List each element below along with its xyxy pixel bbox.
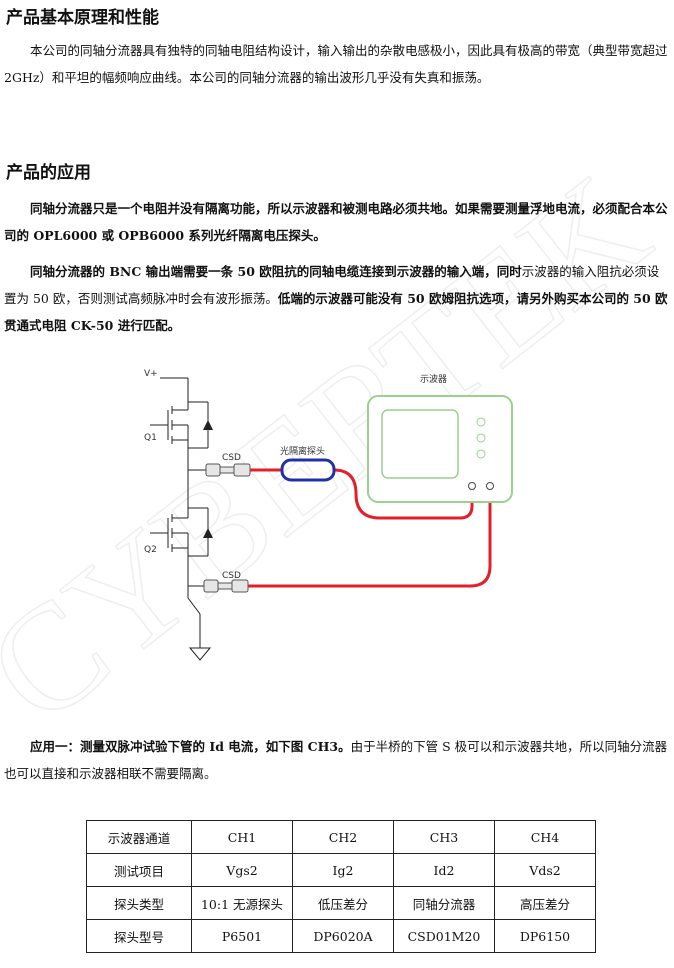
table-cell: 同轴分流器 — [393, 886, 495, 920]
scope-knob-2 — [476, 433, 486, 443]
application-paragraph-2: 同轴分流器的 BNC 输出端需要一条 50 欧阻抗的同轴电缆连接到示波器的输入端… — [4, 258, 668, 339]
principle-text: 本公司的同轴分流器具有独特的同轴电阻结构设计，输入输出的杂散电感极小，因此具有极… — [4, 43, 668, 85]
scope-input-1 — [468, 482, 476, 490]
table-row-header: 探头类型 — [86, 886, 192, 920]
label-vplus: V+ — [144, 369, 158, 379]
label-q1: Q1 — [144, 433, 157, 443]
principle-paragraph: 本公司的同轴分流器具有独特的同轴电阻结构设计，输入输出的杂散电感极小，因此具有极… — [4, 37, 668, 91]
application-text-2b: 示波器的输入阻抗必须设置为 50 欧，否则测试高频脉冲时会有波形振荡。 — [4, 264, 660, 306]
table-cell: 10:1 无源探头 — [191, 886, 293, 920]
table-row-header: 测试项目 — [86, 853, 192, 887]
table-cell: 低压差分 — [292, 886, 394, 920]
table-row-header: 探头型号 — [86, 919, 192, 953]
application-text-1: 同轴分流器只是一个电阻并没有隔离功能，所以示波器和被测电路必须共地。如果需要测量… — [4, 201, 668, 243]
q1-diode-icon — [203, 420, 213, 430]
table-cell: DP6150 — [494, 919, 596, 953]
table-cell: CH3 — [393, 820, 495, 854]
application-example-rest: 由于半桥的下管 S 极可以和示波器共地，所以同轴分流器也可以直接和示波器相联不需… — [4, 739, 668, 781]
optical-probe — [280, 458, 336, 482]
section-title-principle: 产品基本原理和性能 — [6, 8, 159, 28]
table-cell: Ig2 — [292, 853, 394, 887]
ground-icon — [188, 647, 212, 661]
label-csd1: CSD — [222, 453, 241, 463]
cable-2 — [248, 486, 492, 588]
csd2-connector — [203, 579, 249, 593]
application-example-lead: 应用一：测量双脉冲试验下管的 Id 电流，如下图 CH3。 — [30, 739, 351, 754]
application-text-2a: 同轴分流器的 BNC 输出端需要一条 50 欧阻抗的同轴电缆连接到示波器的输入端… — [30, 264, 522, 279]
scope-input-2 — [486, 482, 494, 490]
section-title-application: 产品的应用 — [6, 163, 91, 183]
label-probe: 光隔离探头 — [280, 445, 325, 457]
oscilloscope-body — [367, 395, 513, 503]
table-cell: CH4 — [494, 820, 596, 854]
q2-diode-icon — [203, 528, 213, 538]
table-cell: DP6020A — [292, 919, 394, 953]
table-cell: Vds2 — [494, 853, 596, 887]
application-text-2c: 低端的示波器可能没有 50 欧姆阻抗选项，请另外购买本公司的 50 欧贯通式电阻… — [4, 291, 668, 333]
scope-knob-1 — [476, 417, 486, 427]
label-csd2: CSD — [222, 571, 241, 581]
table-cell: CH2 — [292, 820, 394, 854]
table-cell: 高压差分 — [494, 886, 596, 920]
application-paragraph-1: 同轴分流器只是一个电阻并没有隔离功能，所以示波器和被测电路必须共地。如果需要测量… — [4, 195, 668, 249]
table-row-header: 示波器通道 — [86, 820, 192, 854]
table-cell: Id2 — [393, 853, 495, 887]
label-scope: 示波器 — [420, 373, 447, 385]
table-cell: CSD01M20 — [393, 919, 495, 953]
cable-1 — [250, 468, 474, 520]
oscilloscope-screen — [381, 409, 459, 479]
table-cell: CH1 — [191, 820, 293, 854]
scope-knob-3 — [476, 449, 486, 459]
circuit-diagram: V+ Q1 Q2 CSD CSD 光隔离探头 示波器 — [144, 369, 513, 661]
label-q2: Q2 — [144, 545, 157, 555]
csd1-connector — [205, 463, 251, 477]
table-cell: Vgs2 — [191, 853, 293, 887]
application-example: 应用一：测量双脉冲试验下管的 Id 电流，如下图 CH3。由于半桥的下管 S 极… — [4, 733, 668, 787]
table-cell: P6501 — [191, 919, 293, 953]
